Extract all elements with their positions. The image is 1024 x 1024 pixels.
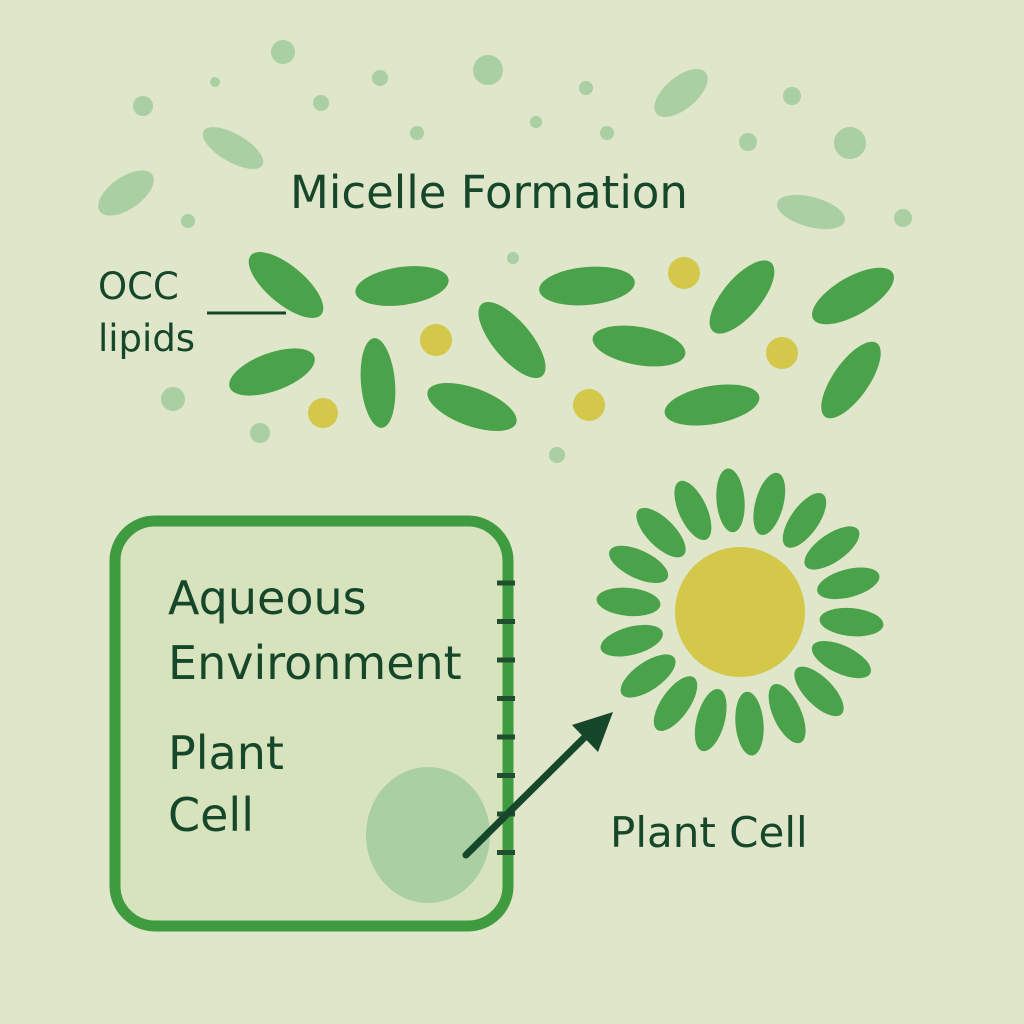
cell-box-label-line-2: Environment — [168, 636, 462, 690]
background-particle — [783, 87, 801, 105]
background-particle — [600, 126, 614, 140]
micelle-lipid — [811, 640, 871, 679]
lipid-molecule — [709, 260, 775, 334]
plant-cell-box — [109, 515, 515, 932]
micelle-lipid — [735, 691, 764, 756]
micelle-lipid — [636, 507, 686, 558]
yellow-particle — [668, 257, 700, 289]
background-particle — [372, 70, 388, 86]
micelle-lipid — [600, 624, 663, 657]
background-lipid — [202, 127, 264, 169]
arrow-head — [572, 712, 613, 752]
lipid-molecule — [355, 266, 449, 306]
lipid-label-line-2: lipids — [98, 317, 196, 360]
yellow-particle — [308, 398, 338, 428]
micelle-lipid — [817, 567, 880, 600]
lipid-molecule — [248, 252, 324, 318]
background-particle — [133, 96, 153, 116]
micelle-lipid — [596, 587, 661, 617]
background-particle — [579, 81, 593, 95]
micelle-lipid — [794, 666, 844, 717]
background-lipid — [776, 194, 846, 230]
micelle-lipid — [804, 526, 860, 570]
background-particle — [530, 116, 542, 128]
micelle-lipid — [694, 689, 727, 752]
lipid-molecule — [592, 325, 686, 367]
cell-box-label-line-1: Aqueous — [168, 571, 367, 625]
micelle-lipid — [768, 683, 806, 744]
lipid-molecule — [229, 348, 315, 396]
background-particle — [739, 133, 757, 151]
background-particle — [473, 55, 503, 85]
micelle-lipid — [609, 545, 669, 584]
cell-box-label-line-4: Cell — [168, 788, 254, 842]
yellow-particle — [573, 389, 605, 421]
background-lipid — [654, 69, 708, 117]
cell-nucleus — [366, 767, 490, 903]
lipid-molecules — [229, 252, 894, 432]
background-particle — [894, 209, 912, 227]
background-particle — [250, 423, 270, 443]
background-particles — [98, 40, 912, 463]
background-particle — [507, 252, 519, 264]
diagram-title: Micelle Formation — [290, 166, 688, 219]
background-lipid — [98, 170, 154, 216]
transport-arrow — [462, 712, 613, 859]
lipid-label-line-1: OCC — [98, 265, 179, 308]
lipid-molecule — [539, 266, 635, 306]
lipid-molecule — [360, 338, 396, 428]
background-particle — [834, 127, 866, 159]
cell-box-label-line-3: Plant — [168, 726, 284, 780]
lipid-molecule — [821, 341, 881, 419]
micelle-core — [675, 547, 805, 677]
background-particle — [313, 95, 329, 111]
micelle — [596, 468, 884, 756]
cell-membrane-ticks — [497, 580, 515, 855]
micelle-lipid — [653, 676, 698, 731]
lipid-molecule — [478, 301, 546, 379]
micelle-lipid — [620, 654, 676, 698]
background-particle — [181, 214, 195, 228]
micelle-lipid — [782, 493, 827, 548]
micelle-lipid — [716, 468, 745, 533]
arrow-shaft — [462, 726, 596, 859]
background-particle — [271, 40, 295, 64]
background-particle — [549, 447, 565, 463]
lipid-molecule — [427, 382, 517, 432]
yellow-particle — [420, 324, 452, 356]
micelle-lipid — [674, 480, 712, 541]
yellow-particle — [766, 337, 798, 369]
background-particle — [210, 77, 220, 87]
background-particle — [410, 126, 424, 140]
yellow-particles — [308, 257, 798, 428]
micelle-lipid — [753, 472, 786, 535]
micelle-lipid — [819, 607, 884, 637]
background-particle — [161, 387, 185, 411]
lipid-molecule — [812, 267, 894, 325]
lipid-molecule — [664, 384, 760, 426]
micelle-label: Plant Cell — [610, 808, 808, 857]
